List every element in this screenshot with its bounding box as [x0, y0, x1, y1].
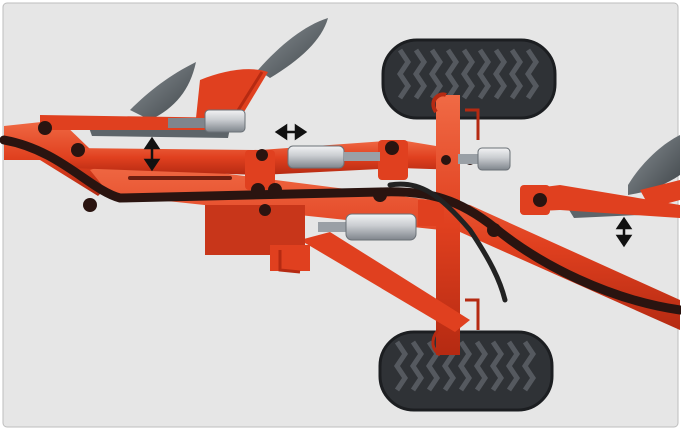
hydraulic-cylinder-turnover [318, 213, 417, 241]
bottom-wheel [378, 330, 554, 412]
top-wheel [381, 38, 557, 120]
hydraulic-cylinder-upper-left [168, 109, 246, 133]
hydraulic-cylinder-right [458, 147, 511, 171]
hydraulic-cylinder-width-adjust [287, 145, 380, 169]
left-right-arrow-icon [274, 123, 308, 141]
up-down-arrow-icon-rear [615, 216, 633, 248]
hydraulic-hoses [0, 135, 681, 315]
main-frame [4, 92, 680, 355]
axle-fittings [278, 108, 480, 357]
up-down-arrow-icon [143, 136, 161, 172]
